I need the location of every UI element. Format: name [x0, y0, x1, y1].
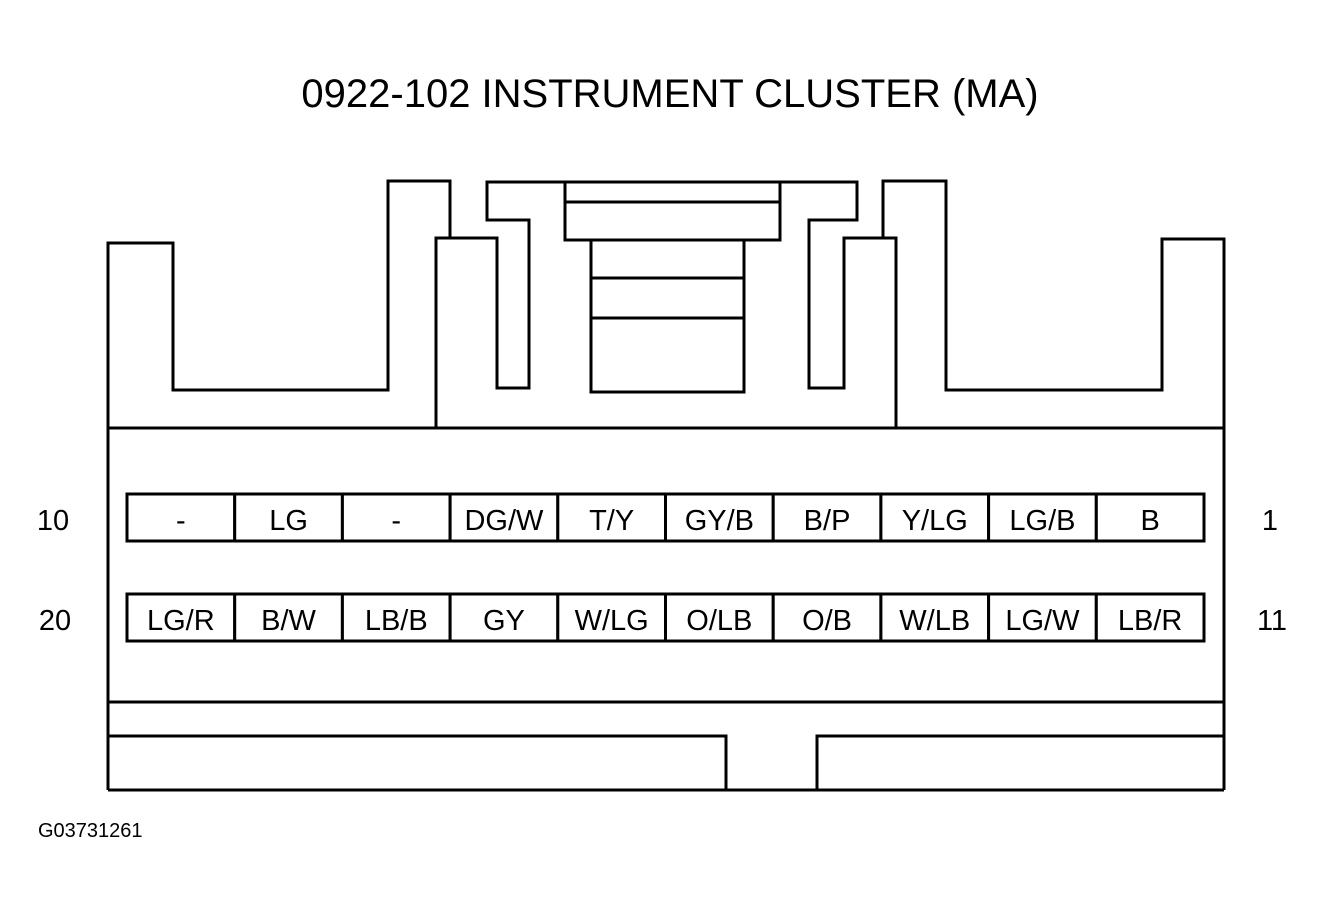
- pin-cell: LG/W: [987, 592, 1098, 643]
- pin-cell: -: [340, 492, 452, 543]
- connector-housing-outline: [106, 179, 1226, 792]
- pin-number-11-label: 11: [1257, 605, 1287, 637]
- pin-cell-box: [125, 592, 237, 643]
- pin-row-top: - LG - DG/W T/Y GY/B B/P Y/LG LG/B B: [125, 492, 1206, 543]
- pin-cell: B: [1094, 492, 1206, 543]
- pin-cell: B/P: [771, 492, 883, 543]
- pin-cell: -: [125, 492, 237, 543]
- pin-cell-box: [771, 492, 883, 543]
- pin-wire-color-label: O/LB: [686, 605, 752, 637]
- pin-cell-box: [556, 492, 667, 543]
- pin-cell: LB/B: [340, 592, 452, 643]
- latch-bar-top: [563, 180, 782, 204]
- pin-row-bottom: LG/R B/W LB/B GY W/LG O/LB O/B W/LB LG/W LB/R: [125, 592, 1206, 643]
- latch-bar-middle: [563, 200, 782, 242]
- pin-cell-box: [340, 592, 452, 643]
- pin-cell: O/B: [771, 592, 883, 643]
- diagram-title: 0922-102 INSTRUMENT CLUSTER (MA): [301, 72, 1038, 116]
- connector-body: [106, 179, 1226, 792]
- pin-cell: Y/LG: [879, 492, 991, 543]
- pin-wire-color-label: Y/LG: [902, 505, 968, 537]
- pin-wire-color-label: -: [176, 505, 186, 537]
- pin-cell-box: [1094, 592, 1206, 643]
- pin-wire-color-label: LB/R: [1118, 605, 1182, 637]
- pin-cell: GY: [448, 592, 560, 643]
- pin-number-20-label: 20: [39, 605, 71, 637]
- pin-cell-box: [556, 592, 667, 643]
- pin-cell: O/LB: [664, 592, 775, 643]
- pin-wire-color-label: W/LB: [899, 605, 970, 637]
- pin-cell: W/LB: [879, 592, 991, 643]
- pin-wire-color-label: B/W: [261, 605, 316, 637]
- pin-cell: T/Y: [556, 492, 667, 543]
- pin-cell: DG/W: [448, 492, 560, 543]
- pin-cell: GY/B: [664, 492, 775, 543]
- pin-wire-color-label: GY: [483, 605, 525, 637]
- pin-wire-color-label: LG/W: [1005, 605, 1080, 637]
- pin-number-1-label: 1: [1262, 505, 1278, 537]
- pin-wire-color-label: LG/R: [147, 605, 215, 637]
- pin-wire-color-label: DG/W: [464, 505, 544, 537]
- pin-wire-color-label: LG: [269, 505, 308, 537]
- pin-wire-color-label: O/B: [802, 605, 852, 637]
- bottom-keyway: [108, 734, 1224, 790]
- pin-cell: B/W: [233, 592, 344, 643]
- pin-wire-color-label: T/Y: [589, 505, 634, 537]
- pin-cell-box: [987, 592, 1098, 643]
- pin-cell: W/LG: [556, 592, 667, 643]
- pin-wire-color-label: W/LG: [575, 605, 649, 637]
- pin-wire-color-label: LB/B: [365, 605, 428, 637]
- pin-wire-color-label: -: [391, 505, 401, 537]
- pin-wire-color-label: B/P: [804, 505, 851, 537]
- pin-cell-box: [340, 492, 452, 543]
- pin-number-10-label: 10: [37, 505, 69, 537]
- latch-tab: [589, 238, 746, 394]
- pin-cell: LB/R: [1094, 592, 1206, 643]
- pin-wire-color-label: B: [1140, 505, 1159, 537]
- pin-cell-box: [879, 592, 991, 643]
- pin-cell: LG/R: [125, 592, 237, 643]
- pin-cell-box: [664, 592, 775, 643]
- pin-wire-color-label: LG/B: [1009, 505, 1075, 537]
- pin-cell: LG: [233, 492, 344, 543]
- figure-id: G03731261: [38, 820, 143, 842]
- pin-cell: LG/B: [987, 492, 1098, 543]
- pin-cell-box: [1094, 492, 1206, 543]
- pin-wire-color-label: GY/B: [685, 505, 754, 537]
